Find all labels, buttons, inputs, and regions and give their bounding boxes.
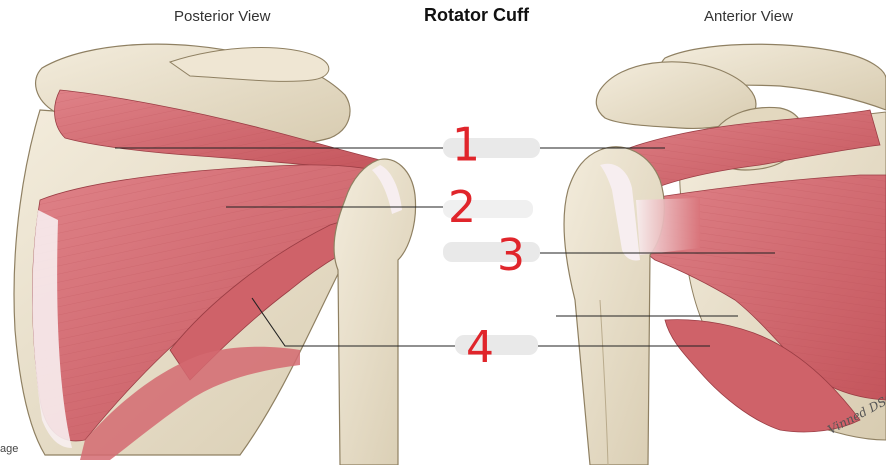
tendon-insertion-posterior bbox=[372, 165, 402, 214]
teres-major-anterior bbox=[664, 319, 861, 433]
tendon-insertion-anterior bbox=[600, 163, 640, 261]
label-blanks bbox=[443, 138, 540, 355]
anterior-shoulder bbox=[563, 43, 886, 465]
handwritten-label-3: 3 bbox=[497, 230, 525, 281]
label-blank-4 bbox=[455, 335, 538, 355]
medial-border-posterior bbox=[32, 210, 72, 448]
leader-lines bbox=[115, 147, 775, 347]
anterior-view-title: Anterior View bbox=[704, 8, 793, 25]
handwritten-label-4: 4 bbox=[466, 322, 494, 373]
handwritten-label-1: 1 bbox=[452, 118, 480, 173]
posterior-view-title: Posterior View bbox=[174, 8, 271, 25]
teres-major-posterior bbox=[80, 346, 300, 460]
handwritten-label-2: 2 bbox=[448, 182, 476, 233]
source-caption-fragment: age bbox=[0, 443, 19, 455]
label-blank-3 bbox=[443, 242, 540, 262]
diagram-title: Rotator Cuff bbox=[424, 5, 529, 25]
label-blank-1 bbox=[443, 138, 540, 158]
leader-line-4-left bbox=[251, 297, 455, 347]
posterior-shoulder bbox=[13, 43, 417, 465]
label-blank-2 bbox=[443, 200, 533, 218]
humerus-posterior bbox=[333, 158, 417, 465]
clavicle-posterior bbox=[168, 46, 330, 82]
